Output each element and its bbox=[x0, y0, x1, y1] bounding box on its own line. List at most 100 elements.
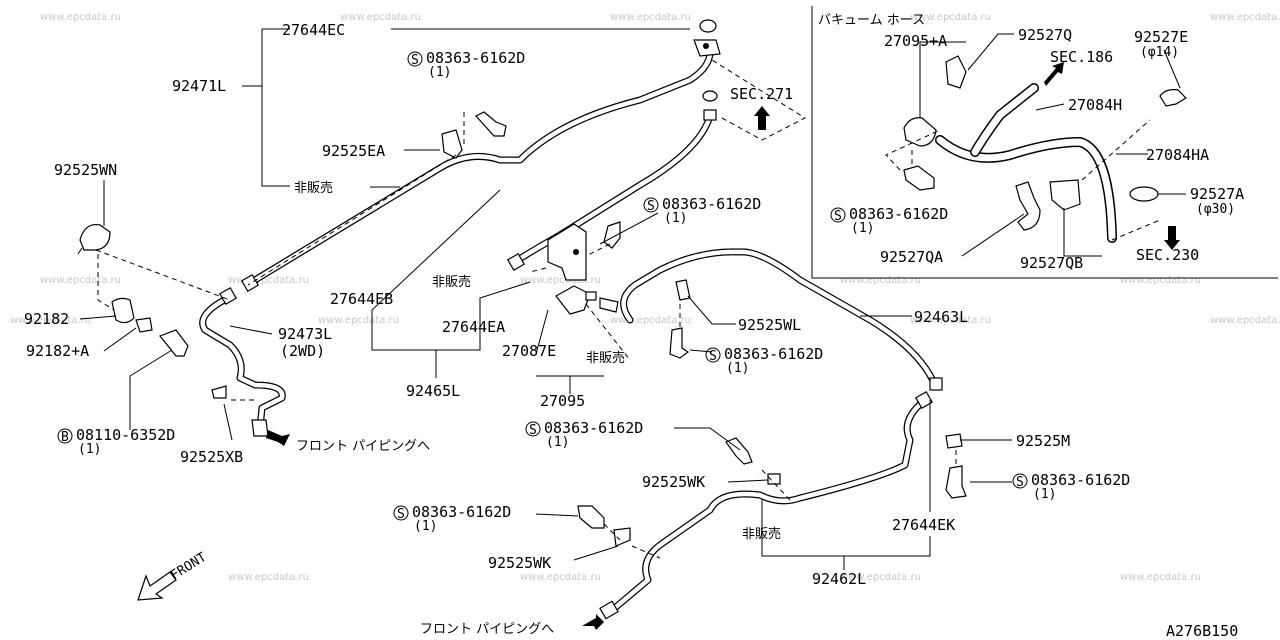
label-92527A: 92527A bbox=[1190, 185, 1244, 203]
label-27084H: 27084H bbox=[1068, 96, 1122, 114]
watermark: www.epcdata.ru bbox=[40, 275, 121, 286]
label-92525EA: 92525EA bbox=[322, 142, 385, 160]
clip-92525M bbox=[945, 433, 963, 449]
dashed-leaders bbox=[95, 59, 957, 559]
watermark: www.epcdata.ru bbox=[1210, 315, 1280, 326]
label-92525WK-1: 92525WK bbox=[642, 473, 705, 491]
bolt-08363-2 bbox=[603, 221, 621, 249]
clip-92525WK1 bbox=[767, 473, 781, 485]
label-92527Q: 92527Q bbox=[1018, 26, 1072, 44]
watermark: www.epcdata.ru bbox=[1210, 12, 1280, 23]
label-27084HA: 27084HA bbox=[1146, 146, 1209, 164]
front-label: FRONT bbox=[168, 550, 209, 584]
pipe-92471L bbox=[240, 44, 714, 293]
watermark: www.epcdata.ru bbox=[840, 572, 921, 583]
qty-08363-2: (1) bbox=[664, 211, 687, 226]
label-92525M: 92525M bbox=[1016, 432, 1070, 450]
label-08363-1: 08363-6162D bbox=[426, 49, 525, 67]
label-92527QA: 92527QA bbox=[880, 248, 943, 266]
label-27095A: 27095+A bbox=[884, 32, 947, 50]
label-08363-4: 08363-6162D bbox=[544, 419, 643, 437]
screw-label-6: S 08363-6162D (1) bbox=[393, 503, 511, 534]
label-08363-2: 08363-6162D bbox=[662, 195, 761, 213]
qty-08363-7: (1) bbox=[851, 221, 874, 236]
watermark: www.epcdata.ru bbox=[520, 275, 601, 286]
bolt-08363-3 bbox=[669, 327, 690, 359]
clip-92525WL bbox=[675, 279, 691, 301]
screw-label-2: S 08363-6162D (1) bbox=[643, 195, 761, 226]
grommet-92525WN bbox=[77, 223, 111, 255]
svg-text:B: B bbox=[61, 430, 69, 445]
watermark: www.epcdata.ru bbox=[228, 275, 309, 286]
washer-92182A bbox=[135, 317, 153, 333]
label-08363-5: 08363-6162D bbox=[1031, 471, 1130, 489]
label-front-piping-1: フロント パイピングへ bbox=[296, 439, 430, 454]
label-27644EC: 27644EC bbox=[282, 21, 345, 39]
screw-label-5: S 08363-6162D (1) bbox=[1012, 471, 1130, 502]
inset-parts bbox=[903, 55, 1187, 250]
label-27644EB: 27644EB bbox=[330, 290, 393, 308]
watermark: www.epcdata.ru bbox=[520, 572, 601, 583]
label-front-piping-2: フロント パイピングへ bbox=[420, 622, 554, 637]
label-2wd: (2WD) bbox=[280, 342, 325, 360]
screw-label-4: S 08363-6162D (1) bbox=[525, 419, 643, 450]
label-92463L: 92463L bbox=[914, 308, 968, 326]
pipe-27644EB bbox=[506, 90, 718, 272]
pipe-92462L bbox=[599, 390, 934, 620]
diagram-code: A276B150 bbox=[1166, 622, 1238, 640]
bolt-08363-4 bbox=[725, 437, 753, 465]
label-92182: 92182 bbox=[24, 310, 69, 328]
clamp-27644EC bbox=[693, 19, 721, 57]
valve-27087E bbox=[555, 285, 597, 315]
bolt-label-08110: B 08110-6352D (1) bbox=[57, 426, 175, 457]
clip-92525XB bbox=[211, 385, 227, 399]
front-arrow: FRONT bbox=[137, 550, 209, 601]
qty-92527A: (φ30) bbox=[1196, 202, 1235, 217]
watermark: www.epcdata.ru bbox=[40, 12, 121, 23]
bolt-08363-6 bbox=[577, 505, 605, 529]
label-92525WK-2: 92525WK bbox=[488, 554, 551, 572]
screw-label-1: S 08363-6162D (1) bbox=[407, 49, 525, 80]
label-92527QB: 92527QB bbox=[1020, 254, 1083, 272]
label-27644EK: 27644EK bbox=[892, 516, 955, 534]
svg-text:S: S bbox=[1016, 475, 1024, 490]
bracket-27095 bbox=[547, 223, 587, 281]
grommet-92182 bbox=[111, 297, 135, 324]
watermark: www.epcdata.ru bbox=[340, 12, 421, 23]
svg-text:S: S bbox=[834, 209, 842, 224]
label-92525WL: 92525WL bbox=[738, 316, 801, 334]
svg-text:S: S bbox=[397, 507, 405, 522]
svg-text:S: S bbox=[709, 349, 717, 364]
watermark: www.epcdata.ru bbox=[910, 12, 991, 23]
label-08363-3: 08363-6162D bbox=[724, 345, 823, 363]
label-92525WN: 92525WN bbox=[54, 161, 117, 179]
arrow-front-piping-1 bbox=[266, 430, 290, 446]
watermark: www.epcdata.ru bbox=[1120, 275, 1201, 286]
pipe-92463L bbox=[599, 248, 943, 391]
clamp-92525EA bbox=[441, 129, 463, 159]
solid-leaders bbox=[79, 28, 1012, 570]
label-92465L: 92465L bbox=[406, 382, 460, 400]
pipe-92473L bbox=[199, 286, 286, 437]
qty-08363-4: (1) bbox=[546, 435, 569, 450]
label-sec230: SEC.230 bbox=[1136, 246, 1199, 264]
inset-border bbox=[811, 6, 1278, 279]
label-08110: 08110-6352D bbox=[76, 426, 175, 444]
screw-label-7: S 08363-6162D (1) bbox=[830, 205, 948, 236]
svg-text:S: S bbox=[411, 53, 419, 68]
watermark: www.epcdata.ru bbox=[610, 315, 691, 326]
screw-label-3: S 08363-6162D (1) bbox=[705, 345, 823, 376]
label-nonsale-2: 非販売 bbox=[432, 274, 471, 290]
bolt-08110 bbox=[159, 329, 189, 357]
watermark: www.epcdata.ru bbox=[10, 315, 91, 326]
watermark: www.epcdata.ru bbox=[1120, 572, 1201, 583]
label-92525XB: 92525XB bbox=[180, 448, 243, 466]
watermark: www.epcdata.ru bbox=[610, 12, 691, 23]
qty-08363-6: (1) bbox=[414, 519, 437, 534]
label-nonsale-3: 非販売 bbox=[586, 350, 625, 366]
qty-08363-5: (1) bbox=[1033, 487, 1056, 502]
svg-text:S: S bbox=[647, 199, 655, 214]
watermarks: www.epcdata.ru www.epcdata.ru www.epcdat… bbox=[10, 12, 1280, 583]
